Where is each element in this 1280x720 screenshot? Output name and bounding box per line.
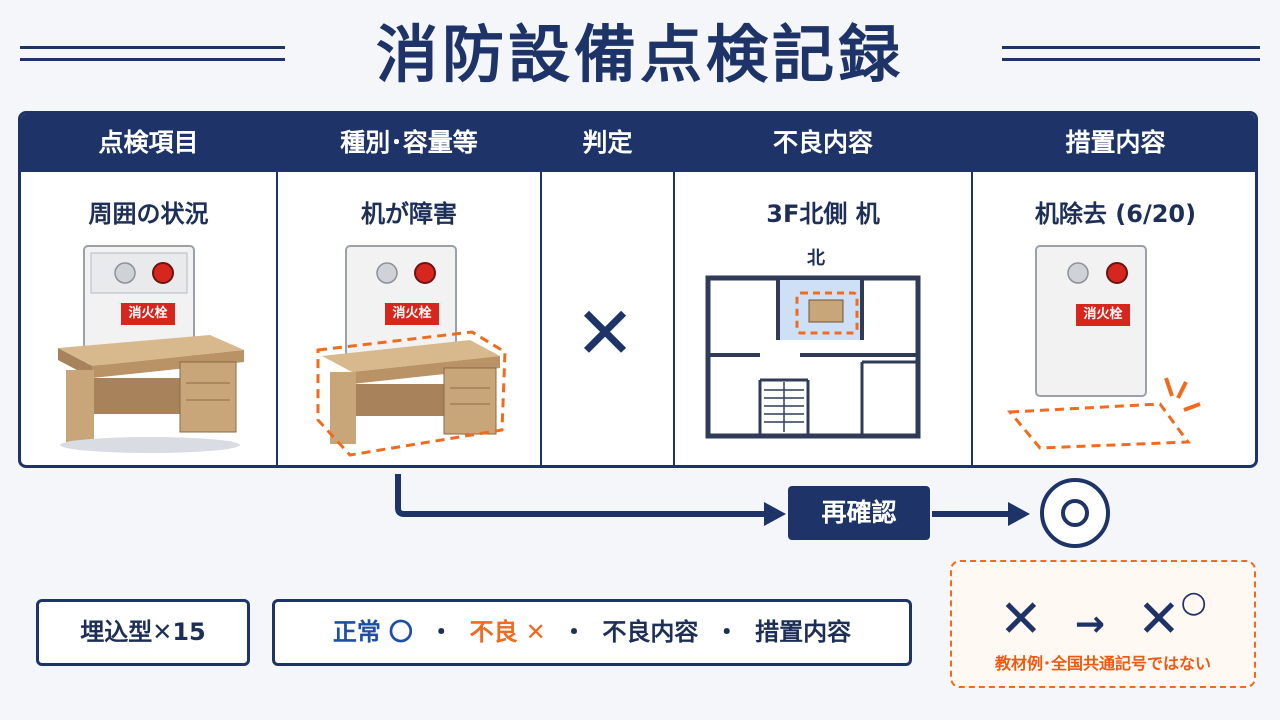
hydrant-cabinet-illustration bbox=[345, 245, 457, 357]
double-circle-result-icon bbox=[1040, 478, 1110, 548]
note-formula: ✕ → ✕○ bbox=[950, 574, 1256, 649]
teaching-note-box bbox=[950, 560, 1256, 688]
note-x-mark: ✕ bbox=[1137, 589, 1181, 650]
legend-normal-label: 正常 bbox=[332, 618, 381, 646]
legend-separator: ・ bbox=[562, 618, 587, 646]
legend-separator: ・ bbox=[714, 618, 739, 646]
hydrant-cabinet-illustration bbox=[83, 245, 195, 367]
header-judgement: 判定 bbox=[582, 128, 633, 157]
column-divider bbox=[540, 114, 542, 465]
hydrant-label: 消火栓 bbox=[392, 306, 432, 321]
type-label-box: 埋込型✕15 bbox=[36, 599, 250, 666]
legend-action-content: 措置内容 bbox=[755, 618, 852, 646]
judgement-defect-mark: ✕ bbox=[574, 291, 636, 375]
obstructing-desk-illustration bbox=[316, 330, 507, 457]
legend-defect-content: 不良内容 bbox=[602, 618, 699, 646]
note-x-mark: ✕ bbox=[999, 589, 1043, 650]
floor-plan-map bbox=[705, 275, 921, 439]
note-arrow: → bbox=[1074, 604, 1105, 646]
hydrant-label: 消火栓 bbox=[1083, 307, 1123, 322]
desk-illustration bbox=[58, 335, 244, 453]
column-divider bbox=[673, 114, 675, 465]
title-rule-right bbox=[1002, 46, 1260, 61]
header-action: 措置内容 bbox=[1065, 128, 1166, 157]
legend-defect-label: 不良 bbox=[469, 618, 518, 646]
cell-desk-obstruction: 机が障害 bbox=[361, 200, 457, 228]
cell-desk-removed: 机除去 (6/20) bbox=[1034, 200, 1197, 228]
header-type-capacity: 種別･容量等 bbox=[340, 128, 478, 157]
legend-defect-mark: ✕ bbox=[525, 618, 546, 646]
table-header-row bbox=[21, 114, 1255, 172]
column-divider bbox=[276, 114, 278, 465]
header-defect: 不良内容 bbox=[772, 128, 873, 157]
page-title: 消防設備点検記録 bbox=[375, 18, 904, 91]
map-north-label: 北 bbox=[807, 248, 825, 269]
title-rule-left bbox=[20, 46, 285, 61]
hydrant-cabinet-illustration bbox=[1035, 245, 1147, 397]
cell-defect-location: 3F北側 机 bbox=[766, 200, 880, 228]
recheck-label: 再確認 bbox=[788, 486, 930, 540]
recheck-flow-arrow bbox=[395, 474, 1030, 526]
hydrant-label: 消火栓 bbox=[128, 306, 168, 321]
note-circle-superscript: ○ bbox=[1180, 585, 1207, 620]
cleared-floor-area bbox=[1006, 377, 1201, 450]
legend-box: 正常〇 ・ 不良✕ ・ 不良内容 ・ 措置内容 bbox=[272, 599, 912, 666]
column-divider bbox=[971, 114, 973, 465]
legend-normal-mark: 〇 bbox=[388, 618, 413, 646]
note-caption: 教材例･全国共通記号ではない bbox=[994, 654, 1211, 673]
legend-separator: ・ bbox=[429, 618, 454, 646]
type-label: 埋込型✕15 bbox=[80, 618, 206, 646]
header-inspection-item: 点検項目 bbox=[98, 128, 199, 157]
cell-surroundings: 周囲の状況 bbox=[88, 200, 209, 228]
